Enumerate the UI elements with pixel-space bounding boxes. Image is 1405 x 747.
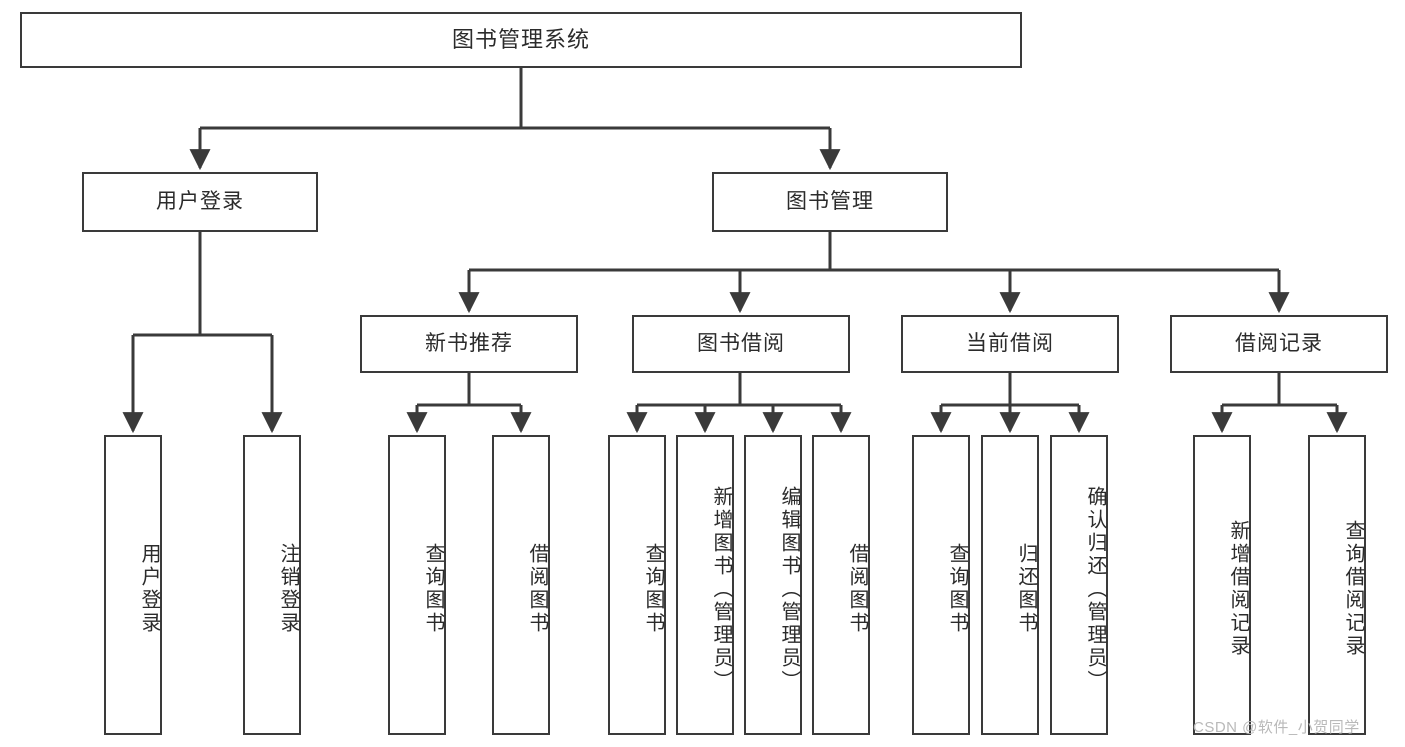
leaf-user-login-logout[interactable]: 注销登录 xyxy=(243,435,301,735)
node-label: 当前借阅 xyxy=(966,331,1054,355)
leaf-borrow-book-borrow-books[interactable]: 借阅图书 xyxy=(812,435,870,735)
leaf-borrow-record-add-record[interactable]: 新增借阅记录 xyxy=(1193,435,1251,735)
node-label: 新增图书（管理员） xyxy=(710,485,732,693)
node-label: 图书借阅 xyxy=(697,331,785,355)
node-label: 新增借阅记录 xyxy=(1227,520,1249,658)
node-label: 查询图书 xyxy=(946,543,968,635)
leaf-borrow-record-query-record[interactable]: 查询借阅记录 xyxy=(1308,435,1366,735)
node-label: 借阅图书 xyxy=(846,543,868,635)
leaf-new-book-borrow-books[interactable]: 借阅图书 xyxy=(492,435,550,735)
leaf-user-login-login[interactable]: 用户登录 xyxy=(104,435,162,735)
node-label: 借阅记录 xyxy=(1235,331,1323,355)
node-label: 新书推荐 xyxy=(425,331,513,355)
node-new-book-recommendation[interactable]: 新书推荐 xyxy=(360,315,578,373)
node-label: 查询借阅记录 xyxy=(1342,520,1364,658)
node-label: 图书管理 xyxy=(786,189,874,213)
node-label: 借阅图书 xyxy=(526,543,548,635)
node-label: 图书管理系统 xyxy=(451,27,590,53)
leaf-current-borrow-confirm-return-admin[interactable]: 确认归还（管理员） xyxy=(1050,435,1108,735)
node-user-login[interactable]: 用户登录 xyxy=(82,172,318,232)
node-label: 用户登录 xyxy=(156,189,244,213)
leaf-current-borrow-query-books[interactable]: 查询图书 xyxy=(912,435,970,735)
leaf-borrow-book-edit-book-admin[interactable]: 编辑图书（管理员） xyxy=(744,435,802,735)
node-label: 归还图书 xyxy=(1015,543,1037,635)
node-label: 查询图书 xyxy=(422,543,444,635)
node-label: 编辑图书（管理员） xyxy=(778,485,800,693)
node-root-book-management-system[interactable]: 图书管理系统 xyxy=(20,12,1022,68)
node-label: 注销登录 xyxy=(277,543,299,635)
node-book-borrowing[interactable]: 图书借阅 xyxy=(632,315,850,373)
node-label: 用户登录 xyxy=(138,543,160,635)
node-book-management[interactable]: 图书管理 xyxy=(712,172,948,232)
node-label: 查询图书 xyxy=(642,543,664,635)
csdn-watermark: CSDN @软件_小贺同学 xyxy=(1193,719,1360,736)
leaf-new-book-query-books[interactable]: 查询图书 xyxy=(388,435,446,735)
leaf-borrow-book-add-book-admin[interactable]: 新增图书（管理员） xyxy=(676,435,734,735)
node-label: 确认归还（管理员） xyxy=(1084,485,1106,693)
node-borrowing-record[interactable]: 借阅记录 xyxy=(1170,315,1388,373)
node-current-borrowing[interactable]: 当前借阅 xyxy=(901,315,1119,373)
leaf-borrow-book-query-books[interactable]: 查询图书 xyxy=(608,435,666,735)
leaf-current-borrow-return-books[interactable]: 归还图书 xyxy=(981,435,1039,735)
